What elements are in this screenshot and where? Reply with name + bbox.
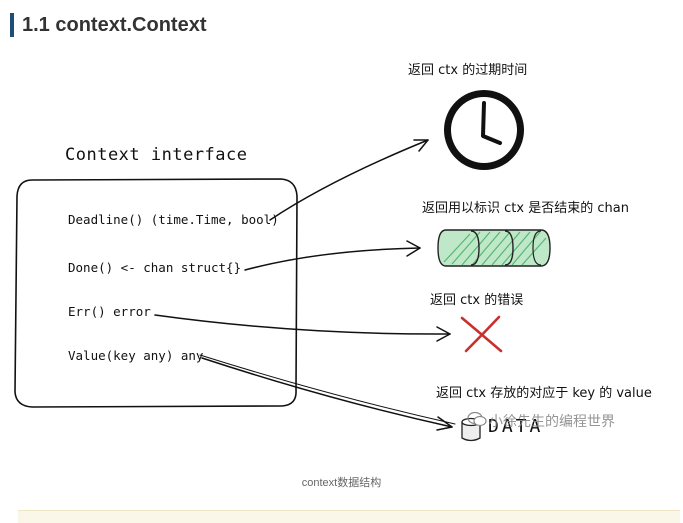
label-err: 返回 ctx 的错误 [430, 293, 524, 308]
interface-title: Context interface [65, 145, 248, 165]
arrow-deadline [269, 139, 429, 221]
arrow-value [201, 357, 453, 428]
label-done: 返回用以标识 ctx 是否结束的 chan [422, 201, 629, 216]
method-value: Value(key any) any [68, 348, 204, 363]
label-value: 返回 ctx 存放的对应于 key 的 value [436, 386, 652, 401]
watermark: 小徐先生的编程世界 [489, 414, 615, 430]
arrow-done [244, 247, 421, 271]
data-icon-label: DATA [488, 416, 544, 437]
method-deadline: Deadline() (time.Time, bool) [68, 212, 279, 227]
channel-pipe-icon [437, 229, 551, 267]
arrow-err [154, 314, 451, 335]
figure-caption: context数据结构 [301, 477, 382, 489]
red-x-icon [460, 315, 503, 353]
wechat-icon [467, 411, 487, 427]
label-deadline: 返回 ctx 的过期时间 [408, 63, 528, 78]
section-heading: 1.1 context.Context [10, 13, 206, 37]
footer-note-band [18, 510, 680, 523]
method-done: Done() <- chan struct{} [68, 260, 242, 275]
interface-box [14, 178, 298, 408]
clock-icon [444, 90, 524, 170]
method-err: Err() error [68, 304, 151, 319]
